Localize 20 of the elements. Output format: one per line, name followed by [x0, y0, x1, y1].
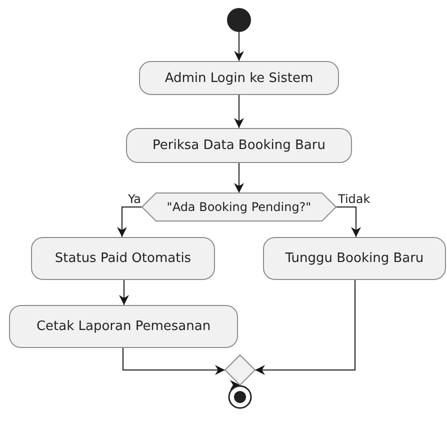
arrow: [254, 280, 356, 375]
arrow: [119, 280, 129, 306]
activity-box: Tunggu Booking Baru: [263, 237, 446, 280]
activity-box: Admin Login ke Sistem: [139, 61, 339, 95]
end-node: [228, 385, 252, 409]
arrow: [234, 32, 244, 62]
arrow: [234, 94, 244, 128]
arrow: [117, 206, 142, 238]
arrow: [230, 380, 240, 390]
merge-diamond: [225, 355, 255, 385]
start-node: [227, 8, 251, 32]
arrow: [122, 348, 226, 375]
decision-hexagon: "Ada Booking Pending?": [142, 193, 336, 221]
edge-label: Tidak: [338, 193, 370, 206]
edge-label: Ya: [128, 193, 142, 206]
activity-box: Periksa Data Booking Baru: [126, 128, 352, 163]
arrow: [336, 206, 361, 238]
activity-box: Cetak Laporan Pemesanan: [9, 305, 238, 348]
activity-box: Status Paid Otomatis: [31, 237, 215, 280]
arrow: [234, 162, 244, 194]
